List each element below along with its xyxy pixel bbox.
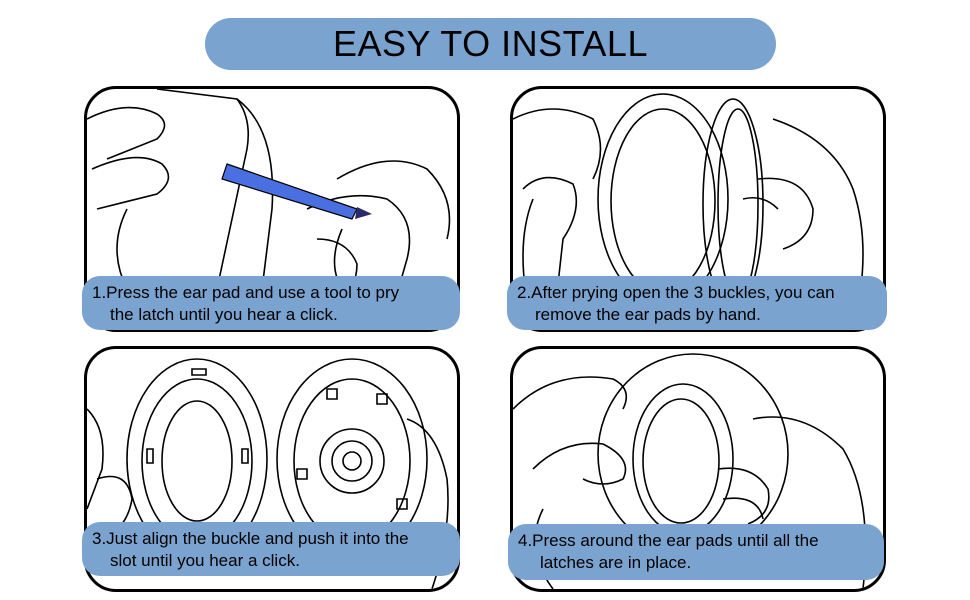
pry-tool-icon <box>222 164 357 219</box>
step-2-line-1: 2.After prying open the 3 buckles, you c… <box>517 283 835 302</box>
step-3-caption: 3.Just align the buckle and push it into… <box>82 522 460 576</box>
step-1-line-2: the latch until you hear a click. <box>110 305 338 324</box>
step-4-line-1: 4.Press around the ear pads until all th… <box>518 531 819 550</box>
step-2-line-2: remove the ear pads by hand. <box>535 305 761 324</box>
step-1-line-1: 1.Press the ear pad and use a tool to pr… <box>92 283 400 302</box>
title-banner: EASY TO INSTALL <box>205 18 776 70</box>
step-2-caption: 2.After prying open the 3 buckles, you c… <box>507 276 887 330</box>
step-1-caption: 1.Press the ear pad and use a tool to pr… <box>82 276 460 330</box>
step-3-line-2: slot until you hear a click. <box>110 551 300 570</box>
page-title: EASY TO INSTALL <box>333 23 648 64</box>
step-3-line-1: 3.Just align the buckle and push it into… <box>92 529 409 548</box>
step-4-line-2: latches are in place. <box>540 553 692 572</box>
step-4-caption: 4.Press around the ear pads until all th… <box>508 524 884 580</box>
